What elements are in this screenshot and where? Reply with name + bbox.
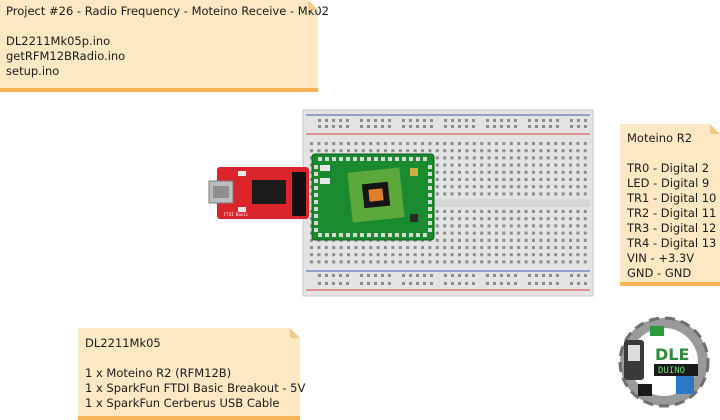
pin-mapping: TR4 - Digital 13 [627,236,717,250]
parts-list-note: DL2211Mk05 1 x Moteino R2 (RFM12B) 1 x S… [78,328,306,420]
pin-note-title: Moteino R2 [627,131,693,145]
logo-text: DLE [655,345,689,364]
pin-mapping: TR0 - Digital 2 [627,161,710,175]
part-item: 1 x SparkFun FTDI Basic Breakout - 5V [85,381,306,395]
pin-mapping-note: Moteino R2 TR0 - Digital 2 LED - Digital… [620,124,720,286]
parts-note-title: DL2211Mk05 [85,336,161,350]
ftdi-label: FTDI Basic [224,212,249,217]
pin-mapping: VIN - +3.3V [627,251,695,265]
moteino-board [311,153,435,241]
file-name: setup.ino [6,64,60,78]
pin-mapping: TR2 - Digital 11 [627,206,717,220]
project-note: Project #26 - Radio Frequency - Moteino … [0,0,329,92]
pin-mapping: LED - Digital 9 [627,176,710,190]
dle-logo: DLE DUINO [618,316,710,408]
file-name: DL2211Mk05p.ino [6,34,111,48]
pin-mapping: TR3 - Digital 12 [627,221,717,235]
file-name: getRFM12BRadio.ino [6,49,126,63]
breadboard [302,109,594,297]
ftdi-breakout-board: FTDI Basic [208,167,309,219]
moteino-pin-headers [314,157,432,237]
pin-mapping: TR1 - Digital 10 [627,191,717,205]
pin-mapping: GND - GND [627,266,692,280]
part-item: 1 x SparkFun Cerberus USB Cable [85,396,280,410]
logo-subtext: DUINO [658,366,685,376]
part-item: 1 x Moteino R2 (RFM12B) [85,366,232,380]
